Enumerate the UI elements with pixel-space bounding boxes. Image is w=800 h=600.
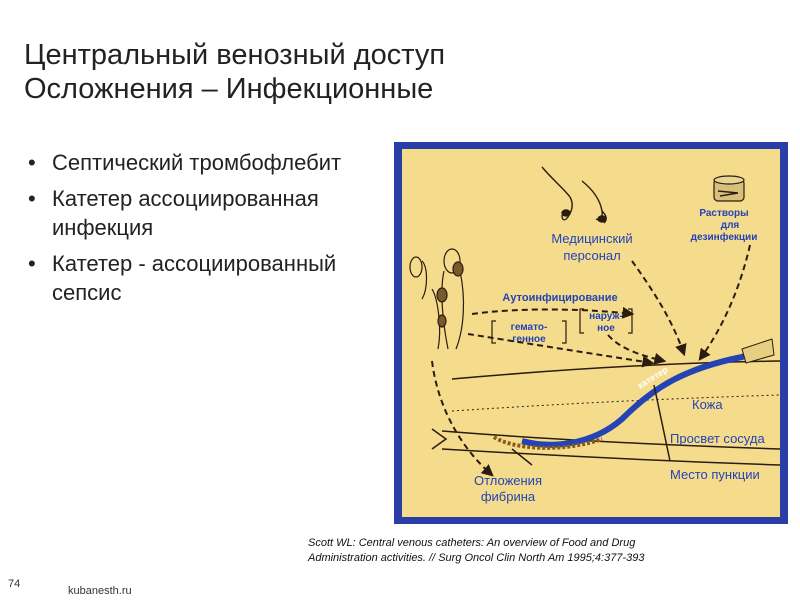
bullet-item: • Септический тромбофлебит [24,148,384,177]
title-line-2: Осложнения – Инфекционные [24,73,434,105]
disinfectants-label: Растворы [699,208,748,219]
medical-staff-label: Медицинский [551,231,632,246]
site-footer: kubanesth.ru [68,585,132,597]
disinfectants-label-line2: для [721,220,740,231]
bullet-dot: • [28,150,36,175]
bullet-list: • Септический тромбофлебит • Катетер ассоц… [24,148,384,314]
citation-line-1: Scott WL: Central venous catheters: An o… [308,537,636,549]
autoinfection-label: Аутоинфицирование [502,292,617,304]
label-pointers [511,384,671,466]
blood-vessel [431,428,780,466]
fibrin-label-line2: фибрина [481,489,536,504]
hematogenous-label-line2: генное [512,334,546,345]
bullet-text-2: Катетер ассоциированная инфекция [52,186,319,240]
bullet-dot: • [28,186,36,211]
title-line-1: Центральный венозный доступ [24,39,446,71]
slide-title: Центральный венозный доступ Осложнения –… [24,38,445,106]
figure-background [402,149,780,517]
disinfectant-jar-icon [713,175,745,202]
hematogenous-label: гемато- [511,322,548,333]
figure-illustration: Медицинский персонал Растворы для дезинф… [402,149,780,517]
patient-figures-icon [409,248,465,350]
disinfectants-label-line3: дезинфекции [691,231,758,243]
fibrin-label: Отложения [474,473,542,488]
external-label: наруж- [589,311,623,322]
external-label-line2: ное [597,323,615,334]
hematogenous-bracket [491,320,567,344]
skin-label: Кожа [692,397,723,412]
catheter [492,338,775,450]
puncture-site-label: Место пункции [670,467,760,482]
citation: Scott WL: Central venous catheters: An o… [308,536,748,566]
bullet-text-3: Катетер - ассоциированный сепсис [52,251,337,305]
bullet-item: • Катетер - ассоциированный сепсис [24,249,384,307]
vessel-lumen-label: Просвет сосуда [670,431,765,446]
bullet-item: • Катетер ассоциированная инфекция [24,184,384,242]
catheter-infection-figure: Медицинский персонал Растворы для дезинф… [394,142,788,524]
infection-route-arrows [431,244,751,477]
slide-number: 74 [8,578,21,590]
hand-icon [541,166,607,224]
bullet-dot: • [28,251,36,276]
medical-staff-label-line2: персонал [563,248,620,263]
citation-line-2: Administration activities. // Surg Oncol… [308,552,645,564]
bullet-text-1: Септический тромбофлебит [52,150,342,175]
